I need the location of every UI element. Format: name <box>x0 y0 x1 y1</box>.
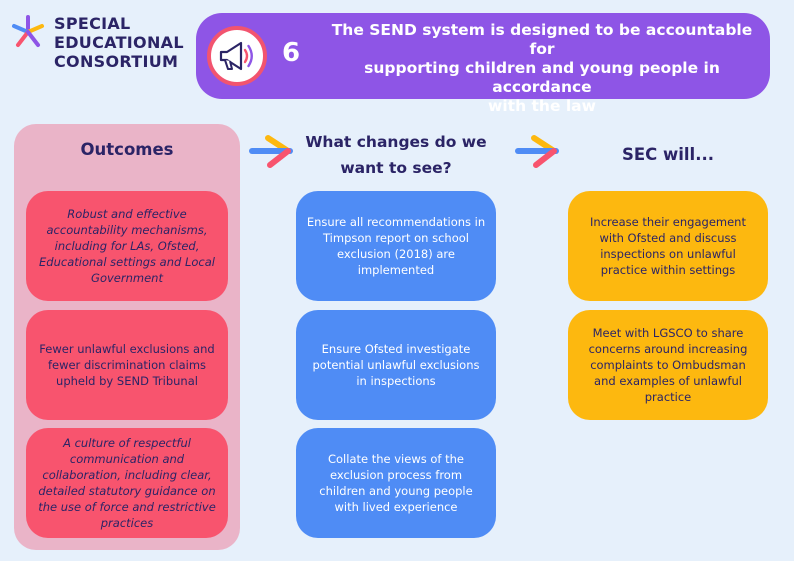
changes-heading-line-2: want to see? <box>340 159 452 177</box>
logo-line-1: SPECIAL <box>54 14 131 33</box>
sec-card-1: Increase their engagement with Ofsted an… <box>568 191 768 301</box>
sec-heading: SEC will... <box>621 145 715 164</box>
header-banner <box>196 13 770 99</box>
banner-number: 6 <box>282 38 301 68</box>
sec-logo-icon <box>12 15 44 47</box>
outcome-card-1: Robust and effective accountability mech… <box>26 191 228 301</box>
change-card-1: Ensure all recommendations in Timpson re… <box>296 191 496 301</box>
outcomes-heading: Outcomes <box>80 140 174 159</box>
outcome-card-2: Fewer unlawful exclusions and fewer disc… <box>26 310 228 420</box>
change-card-2: Ensure Ofsted investigate potential unla… <box>296 310 496 420</box>
outcome-card-3: A culture of respectful communication an… <box>26 428 228 538</box>
banner-line-2: supporting children and young people in … <box>364 59 720 96</box>
banner-line-1: The SEND system is designed to be accoun… <box>331 21 753 58</box>
arrow-right-icon <box>249 135 293 168</box>
megaphone-badge <box>207 26 267 86</box>
logo-line-3: CONSORTIUM <box>54 52 179 71</box>
sec-card-2: Meet with LGSCO to share concerns around… <box>568 310 768 420</box>
arrow-right-icon <box>515 135 559 168</box>
banner-line-3: with the law <box>488 97 596 115</box>
logo-line-2: EDUCATIONAL <box>54 33 184 52</box>
megaphone-icon <box>219 41 253 71</box>
change-card-3: Collate the views of the exclusion proce… <box>296 428 496 538</box>
changes-heading: What changes do we want to see? <box>296 129 496 181</box>
changes-heading-line-1: What changes do we <box>305 133 487 151</box>
banner-title: The SEND system is designed to be accoun… <box>326 21 758 116</box>
